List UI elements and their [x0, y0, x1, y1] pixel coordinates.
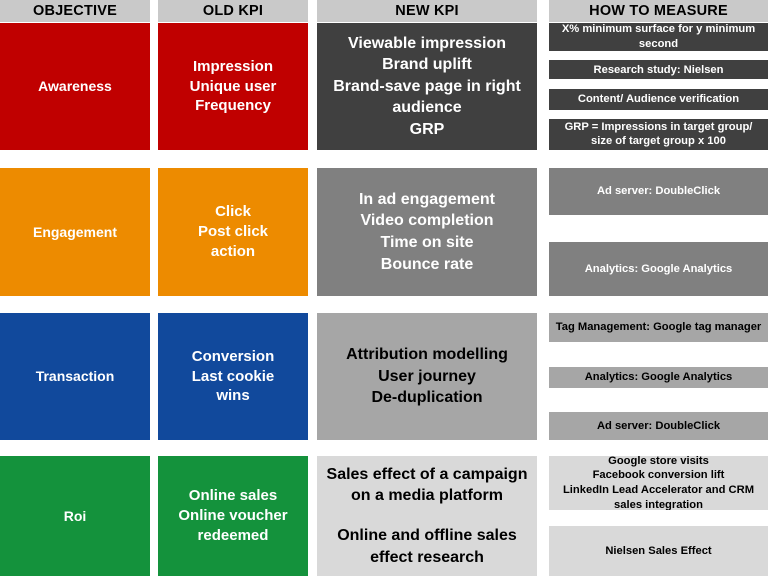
measure-item: Analytics: Google Analytics	[549, 366, 768, 388]
measure-item: Analytics: Google Analytics	[549, 242, 768, 296]
measure-item: Ad server: DoubleClick	[549, 168, 768, 215]
measure-item: Tag Management: Google tag manager	[549, 313, 768, 342]
column-header-old-kpi: OLD KPI	[158, 0, 308, 22]
cell-objective: Awareness	[0, 23, 150, 150]
cell-objective: Transaction	[0, 313, 150, 440]
measure-item: Content/ Audience verification	[549, 88, 768, 110]
cell-new-kpi: Sales effect of a campaign on a media pl…	[317, 456, 537, 576]
cell-objective: Engagement	[0, 168, 150, 296]
measure-item: X% minimum surface for y minimum second	[549, 23, 768, 51]
column-header-new-kpi: NEW KPI	[317, 0, 537, 22]
measure-item: Research study: Nielsen	[549, 60, 768, 80]
column-header-objective: OBJECTIVE	[0, 0, 150, 22]
measure-item: GRP = Impressions in target group/ size …	[549, 118, 768, 150]
measure-item: Nielsen Sales Effect	[549, 526, 768, 576]
column-header-how-to-measure: HOW TO MEASURE	[549, 0, 768, 22]
measure-item: Ad server: DoubleClick	[549, 412, 768, 440]
table-header-row: OBJECTIVE OLD KPI NEW KPI HOW TO MEASURE	[0, 0, 768, 22]
cell-objective: Roi	[0, 456, 150, 576]
